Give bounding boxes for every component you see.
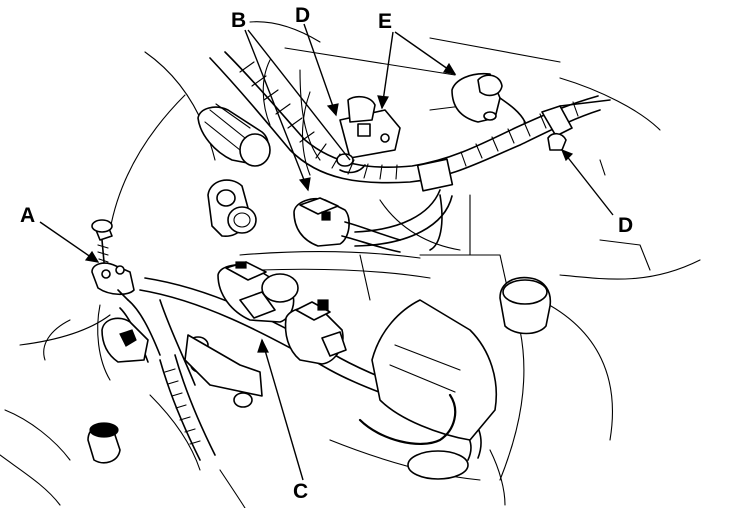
branch-wires xyxy=(299,69,443,251)
callout-a: A xyxy=(20,204,35,227)
mounting-plate xyxy=(207,179,257,237)
harness-bracket-d-upper xyxy=(336,95,401,174)
callout-labels: A B C D D E xyxy=(20,4,633,503)
leader-lines xyxy=(39,23,614,481)
connector-c-pair xyxy=(217,261,347,365)
callout-c: C xyxy=(293,480,308,503)
left-fitting xyxy=(197,103,271,167)
small-cap xyxy=(87,422,121,464)
engine-block-outline xyxy=(0,21,701,508)
intake-block xyxy=(358,299,498,480)
harness-clip-d-right xyxy=(541,99,611,151)
callout-b: B xyxy=(231,9,246,32)
callout-e: E xyxy=(378,10,392,33)
filler-cap xyxy=(499,276,552,335)
connector-b xyxy=(293,197,401,253)
callout-d-right: D xyxy=(618,214,633,237)
ground-terminal-a xyxy=(91,219,216,461)
callout-d-upper: D xyxy=(295,4,310,27)
bracket-e xyxy=(451,72,526,123)
bolts xyxy=(184,334,263,408)
